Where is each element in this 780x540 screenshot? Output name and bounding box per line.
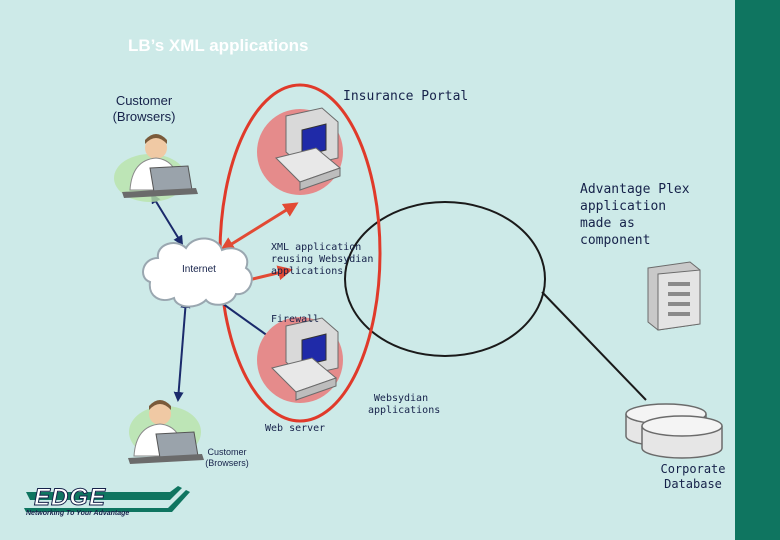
arrow-customer-internet [150,193,184,246]
web-server-label: Web server [265,423,326,434]
server-computer-icon [257,317,343,403]
customer-top-label: Customer (Browsers) [112,93,176,124]
xml-application-label: XML application reusing Websydian applic… [271,242,374,277]
firewall-label: Firewall [271,314,320,325]
cloud-icon [142,237,253,308]
advantage-plex-label: Advantage Plex application made as compo… [580,182,690,248]
db-connector-line [541,291,647,401]
insurance-portal-label: Insurance Portal [343,89,469,104]
customer-bottom-label: Customer (Browsers) [205,447,249,468]
page-title: LB’s XML applications [128,36,309,55]
corporate-database-label: Corporate Database [660,462,726,491]
right-sidebar [735,0,780,540]
arrow-internet-portal [219,202,299,252]
server-computer-icon [257,107,343,195]
logo-tagline: Networking To Your Advantage [26,510,130,517]
websydian-applications-label: Websydian applications [368,393,441,416]
person-computer-icon [128,400,204,464]
internet-label: Internet [182,264,216,275]
database-server-icon [647,261,701,331]
logo-wordmark: EDGE [33,484,107,512]
edge-logo [24,486,190,512]
component-ellipse [344,201,546,357]
arrow-internet-customer [173,298,191,402]
person-computer-icon [114,134,198,202]
database-cylinder-icon [625,403,723,459]
